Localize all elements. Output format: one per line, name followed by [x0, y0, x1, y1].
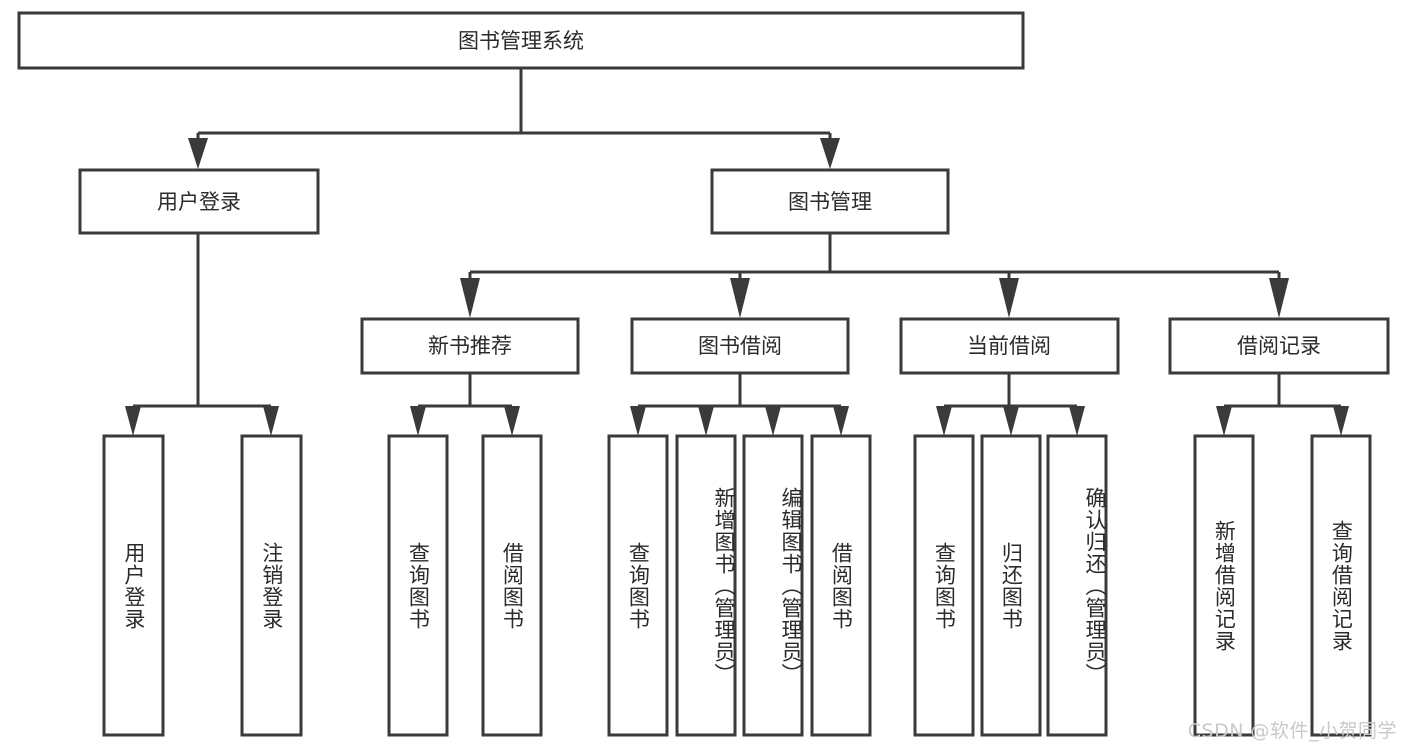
arrow-to-leaf-query-book-3 [936, 406, 952, 436]
arrow-to-leaf-logout-login [263, 406, 279, 436]
arrow-to-user-login [188, 138, 208, 169]
csdn-watermark: CSDN @软件_小贺同学 [1187, 720, 1397, 742]
arrow-to-leaf-edit-book [765, 406, 781, 436]
arrow-to-leaf-return-book [1003, 406, 1019, 436]
node-leaf-edit-book-box[interactable] [742, 434, 804, 737]
arrow-to-borrow-record [1269, 278, 1289, 318]
node-leaf-query-book-2-box[interactable] [607, 434, 669, 737]
arrow-to-leaf-borrow-book-1 [504, 406, 520, 436]
arrow-to-new-book-recommend [460, 278, 480, 318]
arrow-to-leaf-user-login [125, 406, 141, 436]
arrow-to-book-borrow [730, 278, 750, 318]
node-book-borrow-label: 图书借阅 [698, 334, 782, 358]
node-new-book-recommend-box[interactable] [360, 317, 580, 375]
node-leaf-borrow-book-2-box[interactable] [810, 434, 872, 737]
node-leaf-user-login-box[interactable] [102, 434, 165, 737]
node-borrow-record-box[interactable] [1168, 317, 1390, 375]
node-leaf-logout-login-box[interactable] [240, 434, 303, 737]
edge-group-userlogin-to-leaves [125, 233, 279, 436]
node-leaf-return-book-box[interactable] [980, 434, 1042, 737]
node-user-login-label: 用户登录 [157, 190, 241, 214]
edge-group-borrowrecord-to-leaves [1216, 373, 1349, 436]
arrow-to-current-borrow [999, 278, 1019, 318]
node-root-box[interactable] [17, 11, 1025, 70]
arrow-to-leaf-query-book-2 [630, 406, 646, 436]
arrow-to-leaf-query-record [1333, 406, 1349, 436]
node-leaf-query-record-box[interactable] [1310, 434, 1372, 737]
node-user-login[interactable]: 用户登录 [78, 168, 320, 235]
node-book-management-box[interactable] [710, 168, 950, 235]
node-leaf-query-book-3-box[interactable] [913, 434, 975, 737]
edge-group-bookmanagement-to-level2 [460, 233, 1289, 318]
node-leaf-borrow-book-1-box[interactable] [481, 434, 543, 737]
node-leaf-confirm-return-box[interactable] [1046, 434, 1108, 737]
node-leaf-query-book-1-box[interactable] [387, 434, 449, 737]
node-borrow-record[interactable]: 借阅记录 [1168, 317, 1390, 375]
edge-group-root-to-level1 [188, 68, 840, 169]
node-current-borrow-box[interactable] [899, 317, 1120, 375]
node-current-borrow-label: 当前借阅 [967, 334, 1051, 358]
node-leaf-add-record-box[interactable] [1193, 434, 1255, 737]
arrow-to-book-management [820, 138, 840, 169]
node-user-login-box[interactable] [78, 168, 320, 235]
node-book-borrow-box[interactable] [630, 317, 850, 375]
node-root-label: 图书管理系统 [458, 29, 584, 53]
node-book-borrow[interactable]: 图书借阅 [630, 317, 850, 375]
arrow-to-leaf-add-record [1216, 406, 1232, 436]
node-leaf-add-book-box[interactable] [675, 434, 737, 737]
arrow-to-leaf-query-book-1 [410, 406, 426, 436]
node-new-book-recommend-label: 新书推荐 [428, 334, 512, 358]
node-borrow-record-label: 借阅记录 [1237, 334, 1321, 358]
arrow-to-leaf-borrow-book-2 [833, 406, 849, 436]
node-current-borrow[interactable]: 当前借阅 [899, 317, 1120, 375]
arrow-to-leaf-confirm-return [1069, 406, 1085, 436]
edge-group-newbook-to-leaves [410, 373, 520, 436]
edge-group-bookborrow-to-leaves [630, 373, 849, 436]
node-root[interactable]: 图书管理系统 [17, 11, 1025, 70]
node-new-book-recommend[interactable]: 新书推荐 [360, 317, 580, 375]
node-book-management[interactable]: 图书管理 [710, 168, 950, 235]
edge-group-currentborrow-to-leaves [936, 373, 1085, 436]
node-book-management-label: 图书管理 [788, 190, 872, 214]
arrow-to-leaf-add-book [698, 406, 714, 436]
